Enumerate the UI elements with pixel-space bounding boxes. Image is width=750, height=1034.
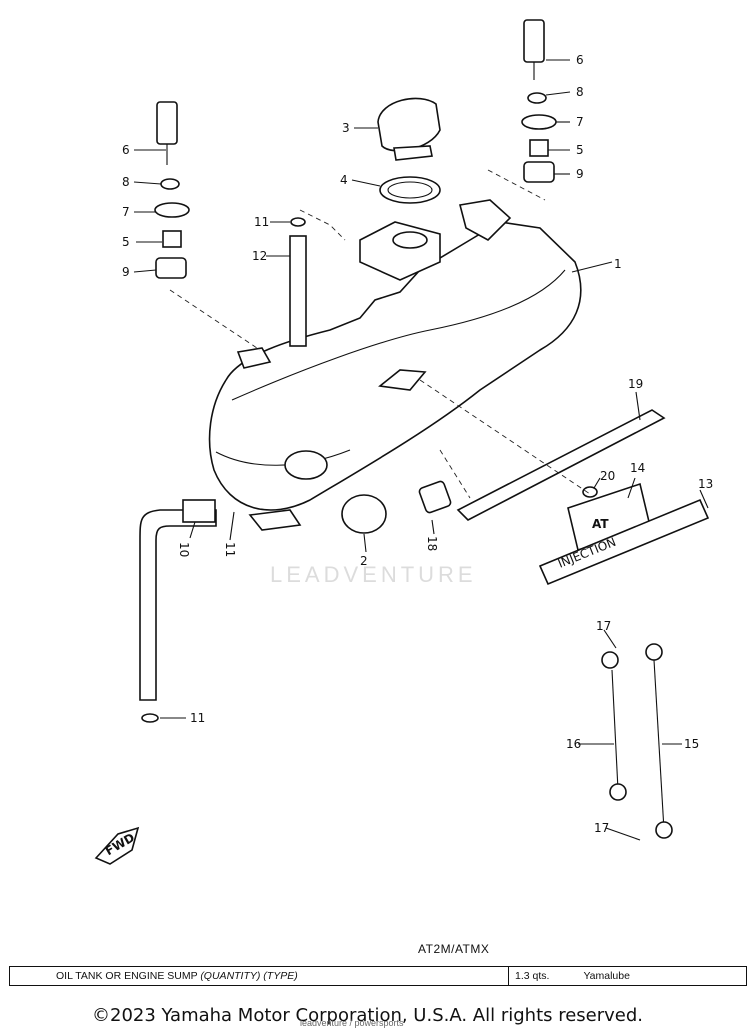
trim-strip	[456, 409, 666, 521]
callout-17-bottom: 17	[594, 821, 609, 835]
watermark: LEADVENTURE	[270, 562, 477, 587]
callout-13: 13	[698, 477, 713, 491]
callout-8-left: 8	[122, 175, 130, 189]
screw	[582, 486, 598, 498]
callout-14: 14	[630, 461, 645, 475]
spec-type: Yamalube	[583, 970, 630, 982]
callout-1: 1	[614, 257, 622, 271]
callout-19: 19	[628, 377, 643, 391]
model-code: AT2M/ATMX	[418, 942, 490, 956]
callout-3: 3	[342, 121, 350, 135]
callout-labels: 1 2 3 4 5 5 6 6 7 7 8 8 9 9 10 11 11 11 …	[122, 53, 713, 835]
right-bolt-stack	[521, 19, 557, 183]
callout-18: 18	[425, 536, 439, 551]
callout-10: 10	[177, 542, 191, 557]
spec-label: OIL TANK OR ENGINE SUMP (QUANTITY) (TYPE…	[10, 967, 509, 985]
grommet	[341, 494, 387, 534]
callout-9-left: 9	[122, 265, 130, 279]
footer-url: leadventure / powersports	[300, 1018, 404, 1028]
svg-text:AT: AT	[592, 517, 609, 531]
cables	[601, 643, 673, 839]
callout-20: 20	[600, 469, 615, 483]
callout-9-right: 9	[576, 167, 584, 181]
callout-17-top: 17	[596, 619, 611, 633]
left-bolt-stack	[154, 101, 190, 279]
callout-7-left: 7	[122, 205, 130, 219]
spec-label-main: OIL TANK OR ENGINE SUMP	[56, 970, 201, 982]
filler-cap	[377, 97, 441, 161]
spec-table: OIL TANK OR ENGINE SUMP (QUANTITY) (TYPE…	[9, 966, 747, 986]
callout-4: 4	[340, 173, 348, 187]
callout-6-left: 6	[122, 143, 130, 157]
cap-gasket	[379, 176, 441, 204]
callout-16: 16	[566, 737, 581, 751]
spec-quantity: 1.3 qts.	[515, 970, 550, 982]
callout-5-right: 5	[576, 143, 584, 157]
spec-label-qty: (QUANTITY) (TYPE)	[200, 970, 298, 982]
callout-8-right: 8	[576, 85, 584, 99]
callout-7-right: 7	[576, 115, 584, 129]
callout-2: 2	[360, 554, 368, 568]
oil-hose	[139, 499, 217, 723]
copyright-notice: ©2023 Yamaha Motor Corporation, U.S.A. A…	[92, 1005, 644, 1026]
callout-5-left: 5	[122, 235, 130, 249]
breather-pipe	[289, 217, 307, 347]
callout-11-bottom: 11	[190, 711, 205, 725]
collar	[418, 480, 452, 514]
fwd-arrow-icon: FWD	[94, 826, 140, 865]
callout-15: 15	[684, 737, 699, 751]
oil-tank	[208, 199, 582, 531]
callout-6-right: 6	[576, 53, 584, 67]
callout-11-mid: 11	[223, 542, 237, 557]
callout-leaders	[133, 59, 709, 841]
callout-11-top: 11	[254, 215, 269, 229]
callout-12: 12	[252, 249, 267, 263]
